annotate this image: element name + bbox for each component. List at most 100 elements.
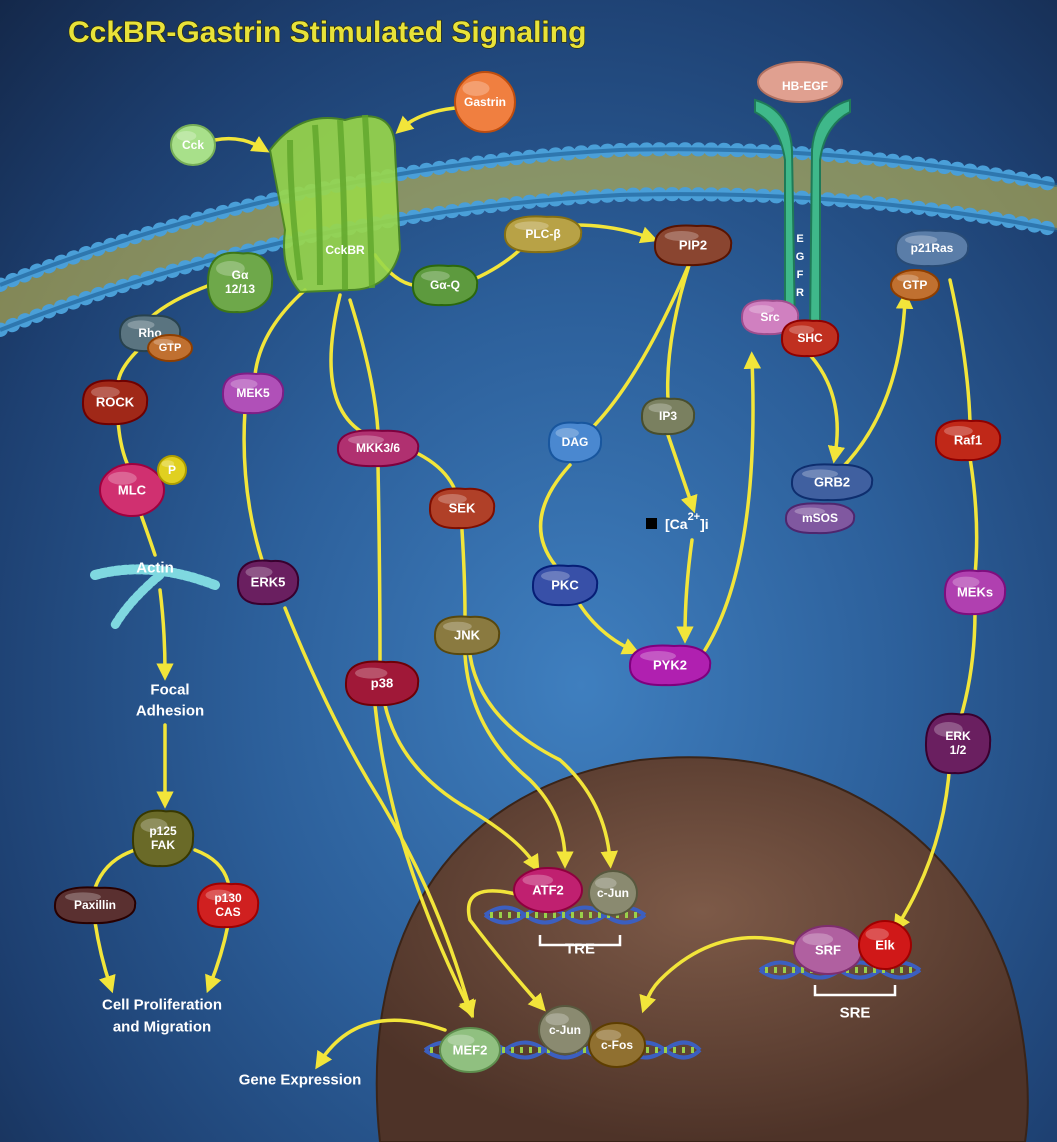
hb-egf-label: HB-EGF [782,79,828,93]
node-mef2[interactable]: MEF2 [439,1027,501,1073]
node-raf1-shape [934,419,1002,462]
arrow-cas-prolif [205,923,230,994]
arrow-p38-mef2 [373,703,474,1018]
node-cjun-top[interactable]: c-Jun [588,870,638,916]
svg-text:R: R [796,287,804,299]
node-highlight [664,231,699,241]
node-highlight [802,469,838,479]
node-p38[interactable]: p38 [344,660,420,707]
node-pyk2[interactable]: PYK2 [628,644,712,687]
arrow-p38-atf2 [383,703,540,873]
node-gtp-ras-shape [890,269,940,301]
node-cas-label-2: CAS [215,905,240,919]
node-rock[interactable]: ROCK [81,379,149,426]
arrow-shc-grb2 [808,353,846,464]
node-grb2-label: GRB2 [814,475,850,490]
node-raf1[interactable]: Raf1 [934,419,1002,462]
node-rock-shape [81,379,149,426]
arrow-fak-cas [193,848,230,884]
arrow-jnk-atf2 [463,653,574,869]
arrow-ga1213-rho [148,283,212,320]
node-sek[interactable]: SEK [428,487,496,530]
node-erk5-label: ERK5 [251,575,286,590]
node-plc-shape [503,215,583,254]
diagram-title: CckBR-Gastrin Stimulated Signaling [68,16,586,49]
node-pkc-label: PKC [551,578,579,593]
node-p21ras[interactable]: p21Ras [894,229,970,268]
node-highlight [355,667,388,679]
node-meks[interactable]: MEKs [943,569,1007,616]
node-highlight [595,877,617,889]
node-ga1213-label-2: 12/13 [225,282,255,296]
arrow-actin-focal [156,588,174,681]
node-gtp-ras[interactable]: GTP [890,269,940,301]
arrow-cck-cckbr [213,136,270,153]
node-mek5-label: MEK5 [236,386,270,400]
node-mlc[interactable]: MLC [99,463,165,517]
node-plc[interactable]: PLC-β [503,215,583,254]
node-paxillin[interactable]: Paxillin [53,886,137,925]
node-dag-shape [547,421,603,464]
node-src[interactable]: Src [740,299,800,336]
arrow-erk5-mef2 [283,606,477,1019]
node-msos-shape [784,502,856,535]
node-highlight [865,928,889,941]
node-dag[interactable]: DAG [547,421,603,464]
node-grb2[interactable]: GRB2 [790,463,874,502]
node-highlight [640,651,676,661]
arrow-plc-pip2 [573,223,659,244]
arrow-mlc-actin [138,510,157,557]
node-rock-label: ROCK [96,395,135,410]
arrow-mek5-erk5 [242,408,264,562]
node-p-shape [157,455,187,485]
node-pyk2-shape [628,644,712,687]
node-pkc[interactable]: PKC [531,564,599,607]
svg-text:G: G [796,251,805,263]
node-p21ras-shape [894,229,970,268]
node-pip2[interactable]: PIP2 [653,224,733,267]
node-elk[interactable]: Elk [858,920,912,970]
arrow-fak-paxillin [93,848,137,890]
node-highlight [514,221,549,231]
arrow-gastrin-cckbr [395,106,457,134]
sre-bracket [813,985,897,997]
calcium-marker [646,518,657,529]
node-plc-label: PLC-β [525,227,560,241]
arrow-ip3-ca [666,433,698,514]
node-gaq-label: Gα-Q [430,278,460,292]
node-cjun-bottom-label: c-Jun [549,1023,581,1037]
node-meks-shape [943,569,1007,616]
egfr-label: E G F R [796,233,805,299]
node-atf2[interactable]: ATF2 [513,867,583,913]
node-cfos[interactable]: c-Fos [588,1022,646,1068]
node-shc[interactable]: SHC [780,319,840,358]
node-pyk2-label: PYK2 [653,658,687,673]
node-cck-shape [170,124,216,166]
arrow-mkk36-p38 [376,463,382,662]
node-p[interactable]: P [157,455,187,485]
node-ip3-shape [640,397,696,436]
node-gtp-rho[interactable]: GTP [147,334,193,362]
node-srf[interactable]: SRF [793,925,863,975]
node-erk5[interactable]: ERK5 [236,559,300,606]
node-gastrin-label: Gastrin [464,95,506,109]
node-ip3[interactable]: IP3 [640,397,696,436]
node-jnk[interactable]: JNK [433,615,501,656]
node-mek5[interactable]: MEK5 [221,372,285,415]
node-elk-shape [858,920,912,970]
node-gastrin[interactable]: Gastrin [454,71,516,133]
node-highlight [153,338,174,346]
arrow-p21ras-raf1 [948,278,972,424]
node-highlight [952,576,980,588]
node-ip3-label: IP3 [659,409,677,423]
node-msos[interactable]: mSOS [784,502,856,535]
node-cjun-bottom[interactable]: c-Jun [538,1005,592,1055]
node-mkk36[interactable]: MKK3/6 [336,429,420,468]
node-cck[interactable]: Cck [170,124,216,166]
node-gaq[interactable]: Gα-Q [411,264,479,307]
